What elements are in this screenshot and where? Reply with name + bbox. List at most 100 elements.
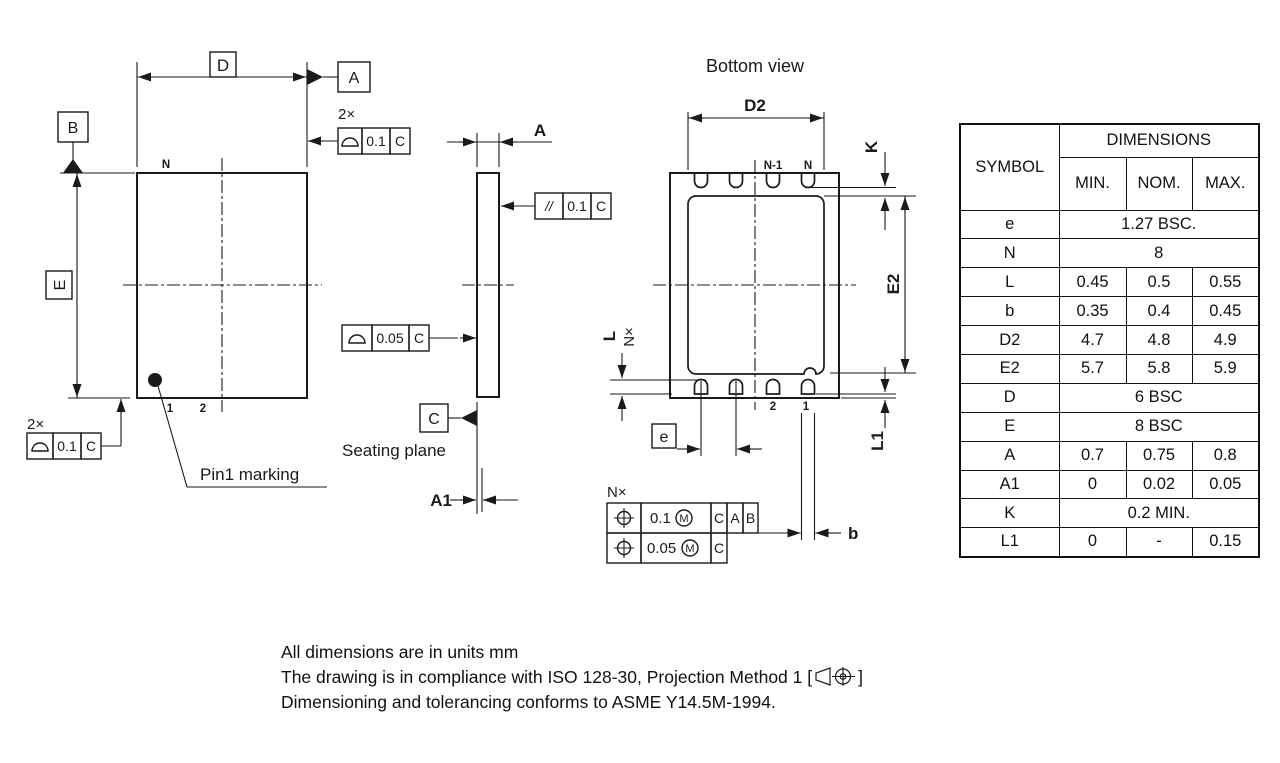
pin2-number: 2 xyxy=(770,401,776,413)
profile-surface-icon xyxy=(348,334,366,344)
qty-2x-bottom: 2× xyxy=(27,416,44,433)
fcf-profile-bottom: 2× 0.1 C xyxy=(26,399,126,460)
pin2-number: 2 xyxy=(200,403,206,415)
pin1-number: 1 xyxy=(803,401,810,413)
dim-e-label: E xyxy=(52,280,69,291)
dimension-a1: A1 xyxy=(430,468,518,512)
dim-e-pitch-label: e xyxy=(660,429,669,446)
side-view-body-outline xyxy=(476,172,500,398)
datum-b-triangle xyxy=(63,159,83,173)
fcf-flat-datum: C xyxy=(414,330,424,346)
fcf-pos2-tolerance: 0.05 xyxy=(647,540,676,557)
drawing-linework: N 1 2 D A 2× 0.1 C xyxy=(26,51,916,564)
note-tolerancing: Dimensioning and tolerancing conforms to… xyxy=(281,692,776,712)
fcf-position-group: N× 0.1 M C A B xyxy=(606,484,759,564)
dimension-e-pitch: e xyxy=(651,381,762,456)
fcf-bottom-datum: C xyxy=(86,438,96,454)
fcf-pos1-datum2: A xyxy=(730,510,740,526)
dimension-b: b xyxy=(758,413,858,543)
dimension-d2: D2 xyxy=(687,96,825,170)
fcf-bottom-tolerance: 0.1 xyxy=(57,438,77,454)
datum-a-triangle xyxy=(307,69,323,85)
fcf-par-tolerance: 0.1 xyxy=(567,198,587,214)
dim-d2-label: D2 xyxy=(744,96,766,115)
fcf-flat-tolerance: 0.05 xyxy=(376,330,403,346)
table-col-max: MAX. xyxy=(1191,156,1260,211)
drawing-notes: All dimensions are in units mm The drawi… xyxy=(281,640,863,715)
datum-a: A xyxy=(307,61,371,93)
pin1-marker-dot xyxy=(148,373,162,387)
fcf-pos1-datum1: C xyxy=(714,510,724,526)
top-pads xyxy=(693,173,816,189)
dimension-k: K xyxy=(810,140,916,230)
bottom-view: Bottom view N-1 N 2 1 D2 xyxy=(600,56,916,564)
fcf-pos2-datum1: C xyxy=(714,540,724,556)
dimension-d: D xyxy=(136,51,308,167)
profile-surface-icon xyxy=(341,137,359,147)
dim-b-label: b xyxy=(848,524,858,543)
mmc-symbol-circle xyxy=(681,539,699,557)
table-col-nom: NOM. xyxy=(1125,156,1193,211)
position-icon xyxy=(614,538,634,558)
mmc-symbol-letter: M xyxy=(679,513,688,525)
dim-a1-label: A1 xyxy=(430,491,452,510)
dim-d-label: D xyxy=(217,56,229,75)
table-header-symbol: SYMBOL xyxy=(959,123,1060,211)
seating-plane-text: Seating plane xyxy=(342,441,446,460)
dim-a-label: A xyxy=(534,121,546,140)
fcf-pos1-tolerance: 0.1 xyxy=(650,510,671,527)
mmc-symbol-letter: M xyxy=(685,543,694,555)
dim-l1-label: L1 xyxy=(868,431,887,451)
datum-b: B xyxy=(57,111,89,173)
pin-n1-label: N-1 xyxy=(764,160,783,172)
pin-n-label: N xyxy=(804,160,812,172)
pin1-callout: Pin1 marking xyxy=(157,385,327,488)
dimension-e: E xyxy=(45,172,135,399)
fcf-top-tolerance: 0.1 xyxy=(366,133,386,149)
fcf-par-datum: C xyxy=(596,198,606,214)
dimension-l: L N× xyxy=(600,327,706,421)
first-angle-projection-icon xyxy=(815,667,856,686)
dim-l-label: L xyxy=(600,331,619,341)
qty-2x-top: 2× xyxy=(338,106,355,123)
fcf-parallelism: // 0.1 C xyxy=(501,192,612,220)
profile-surface-icon xyxy=(31,442,49,452)
qty-nx: N× xyxy=(607,484,627,501)
pin1-marking-text: Pin1 marking xyxy=(200,465,299,484)
table-col-min: MIN. xyxy=(1058,156,1127,211)
pin1-number: 1 xyxy=(167,403,174,415)
dimension-l1: L1 xyxy=(816,367,896,451)
bottom-view-title: Bottom view xyxy=(706,56,805,76)
dim-e2-label: E2 xyxy=(884,274,903,295)
fcf-profile-top: 2× 0.1 C xyxy=(308,106,411,155)
dim-k-label: K xyxy=(862,140,881,153)
datum-b-letter: B xyxy=(68,120,79,137)
dimension-e2: E2 xyxy=(830,196,916,374)
seating-plane: C Seating plane xyxy=(342,402,478,514)
datum-a-letter: A xyxy=(349,70,360,87)
note-units: All dimensions are in units mm xyxy=(281,642,519,662)
dimension-a: A xyxy=(447,121,552,167)
parallelism-icon: // xyxy=(544,198,555,214)
fcf-top-datum: C xyxy=(395,133,405,149)
side-view: A // 0.1 C 0.05 C xyxy=(341,121,612,514)
dim-l-nx-label: N× xyxy=(621,327,638,347)
fcf-flatness: 0.05 C xyxy=(341,324,476,352)
datum-c-letter: C xyxy=(428,411,440,428)
position-icon xyxy=(614,508,634,528)
note-projection: The drawing is in compliance with ISO 12… xyxy=(281,667,863,687)
pin-n-label: N xyxy=(162,159,170,171)
